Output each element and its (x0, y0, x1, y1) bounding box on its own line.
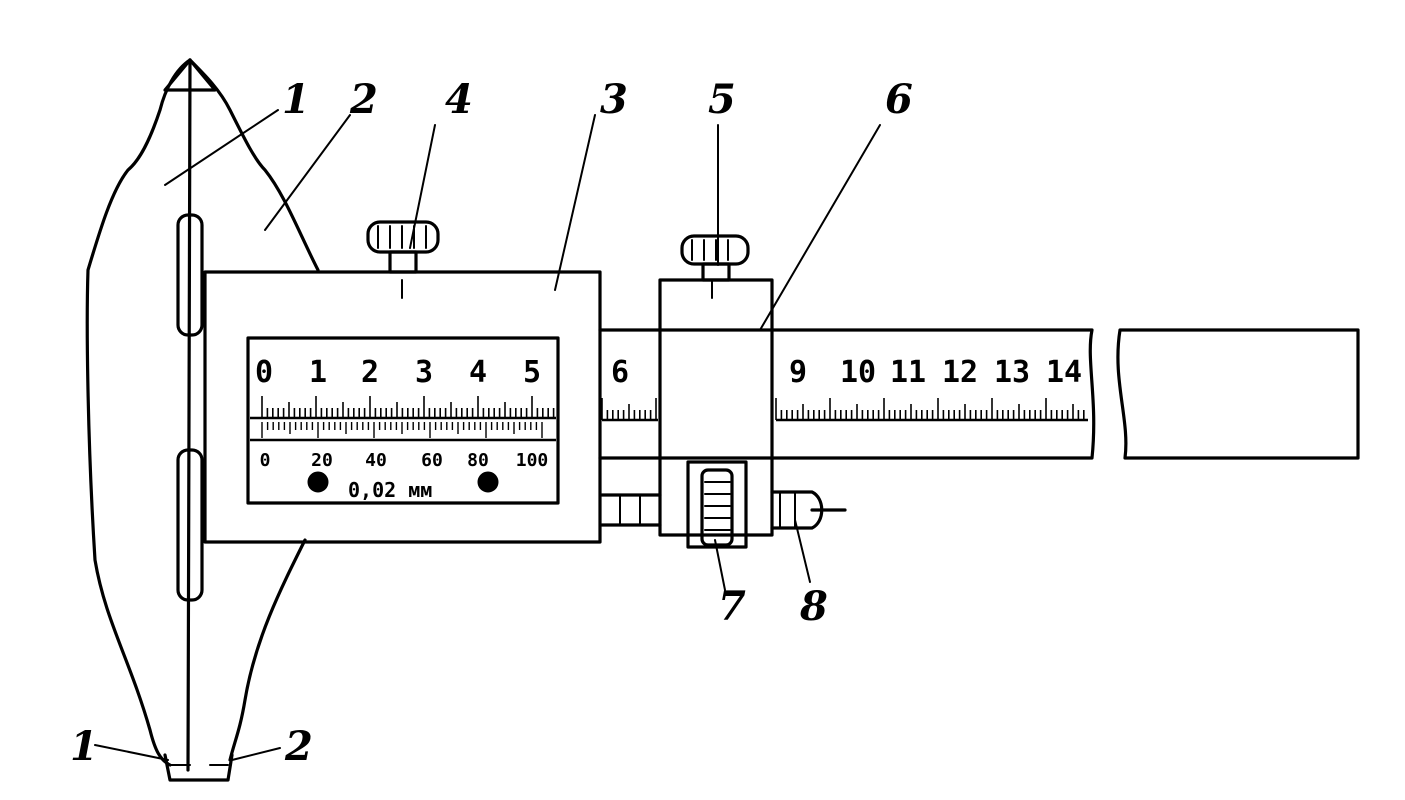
vernier-label: 60 (421, 450, 443, 471)
callout-1-lower: 1 (70, 723, 98, 770)
vernier-label: 80 (467, 450, 489, 471)
movable-jaw-lower (228, 538, 307, 762)
main-scale-ticks (250, 396, 1088, 442)
main-scale-label: 0 (255, 355, 273, 390)
callout-6: 6 (885, 76, 913, 123)
main-scale-label: 3 (415, 355, 433, 390)
clamp-screw-5 (680, 234, 750, 282)
jaw-bottom (163, 753, 234, 782)
main-scale-label: 12 (942, 355, 978, 390)
fixed-jaw-inner-edge (186, 58, 192, 772)
clamp-screw-4 (366, 220, 440, 274)
fine-adjust-clamp (658, 278, 774, 537)
callout-3: 3 (600, 76, 628, 123)
callout-4: 4 (445, 76, 473, 123)
callout-2-lower: 2 (284, 723, 313, 770)
main-scale-label: 5 (523, 355, 541, 390)
vernier-label: 20 (311, 450, 333, 471)
fixed-jaw-outline (85, 58, 192, 767)
vernier-scale: 0 20 40 60 80 100 (260, 422, 549, 471)
vernier-label: 40 (365, 450, 387, 471)
main-scale-label: 10 (840, 355, 876, 390)
main-scale-label: 14 (1046, 355, 1082, 390)
main-scale-bar (598, 328, 1096, 460)
leader-lines (94, 109, 881, 761)
vernier-window (246, 336, 560, 505)
callout-1: 1 (282, 76, 310, 123)
vernier-label: 100 (516, 450, 549, 471)
main-scale-label: 4 (469, 355, 487, 390)
main-scale-label: 1 (309, 355, 327, 390)
main-scale-label: 2 (361, 355, 379, 390)
callout-2: 2 (349, 76, 378, 123)
callout-5: 5 (708, 76, 736, 123)
main-scale-label: 9 (789, 355, 807, 390)
callout-7: 7 (718, 583, 746, 630)
resolution-label: 0,02 мм (348, 478, 432, 502)
callout-8: 8 (799, 583, 828, 630)
main-scale-label: 6 (611, 355, 629, 390)
movable-jaw-outline (188, 58, 320, 272)
main-scale-label: 13 (994, 355, 1030, 390)
rivet-right (477, 471, 499, 493)
vernier-label: 0 (260, 450, 271, 471)
resolution-label-group: 0,02 мм (307, 471, 499, 502)
rivet-left (307, 471, 329, 493)
upper-slot (176, 213, 204, 337)
main-scale-label: 11 (890, 355, 926, 390)
main-scale-bar-end (1116, 328, 1360, 460)
lower-slot (176, 448, 204, 602)
